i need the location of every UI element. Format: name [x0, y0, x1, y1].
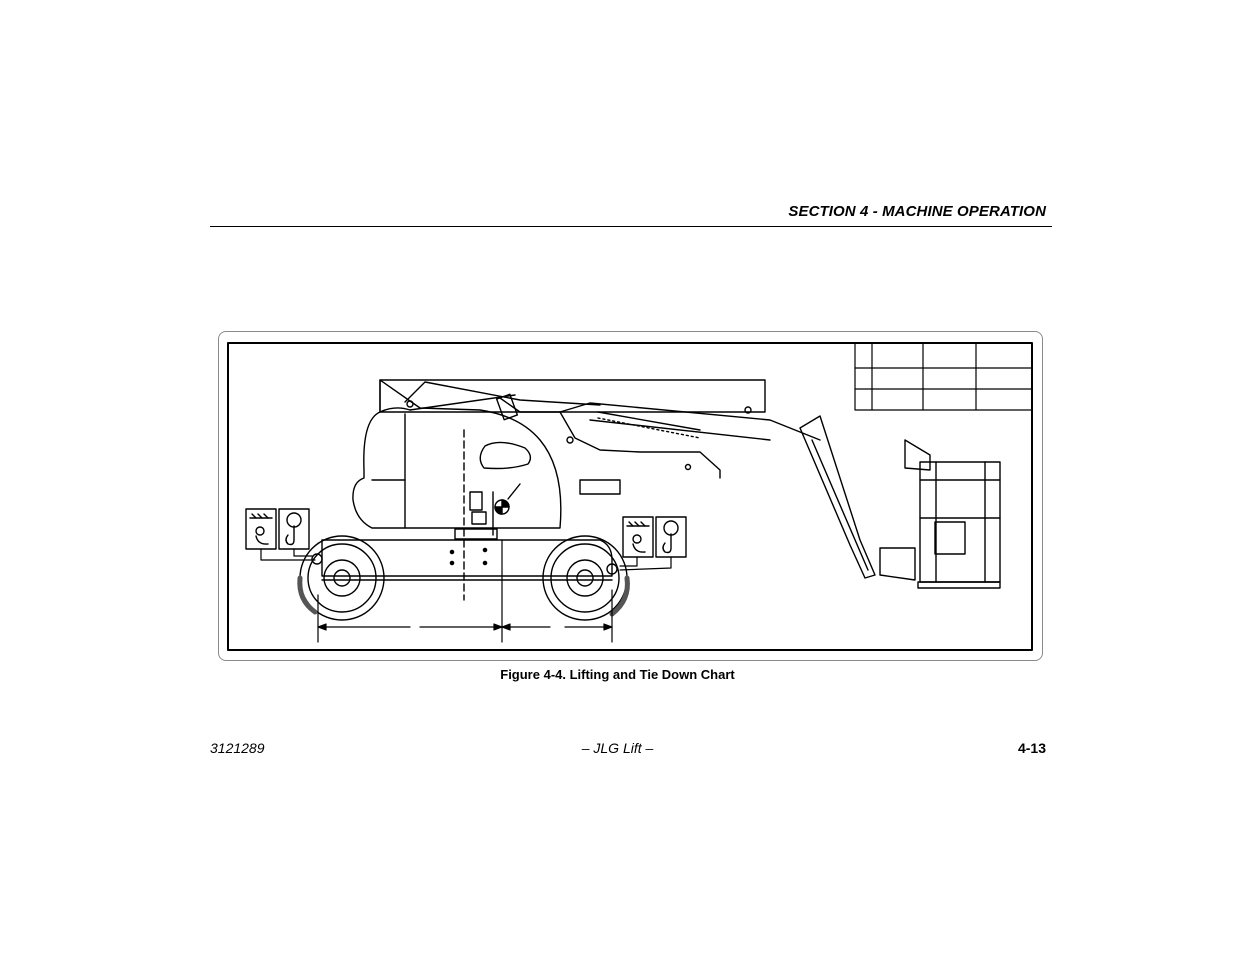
tie-down-placard-front: [245, 508, 277, 550]
lifting-hook-placard-front: [278, 508, 310, 550]
tie-down-placard-rear: [622, 516, 654, 558]
weight-table: [854, 342, 1033, 411]
figure-inner-border: [227, 342, 1033, 651]
figure-frame: [218, 331, 1043, 661]
boom-assembly: [379, 379, 876, 579]
footer-page-number: 4-13: [1017, 740, 1046, 756]
front-wheel: [297, 535, 385, 621]
dimension-lines: [317, 539, 613, 643]
section-title: SECTION 4 - MACHINE OPERATION: [788, 203, 1046, 220]
header-rule: [210, 226, 1052, 227]
lifting-hook-placard-rear: [655, 516, 687, 558]
platform-basket: [879, 439, 1001, 589]
footer-doc-number: 3121289: [210, 740, 265, 756]
tie-down-lug-rear: [606, 563, 618, 575]
machine-body: [311, 379, 618, 601]
footer-brand: – JLG Lift –: [581, 740, 654, 756]
figure-caption: Figure 4-4. Lifting and Tie Down Chart: [500, 667, 735, 682]
rear-wheel: [542, 535, 630, 621]
